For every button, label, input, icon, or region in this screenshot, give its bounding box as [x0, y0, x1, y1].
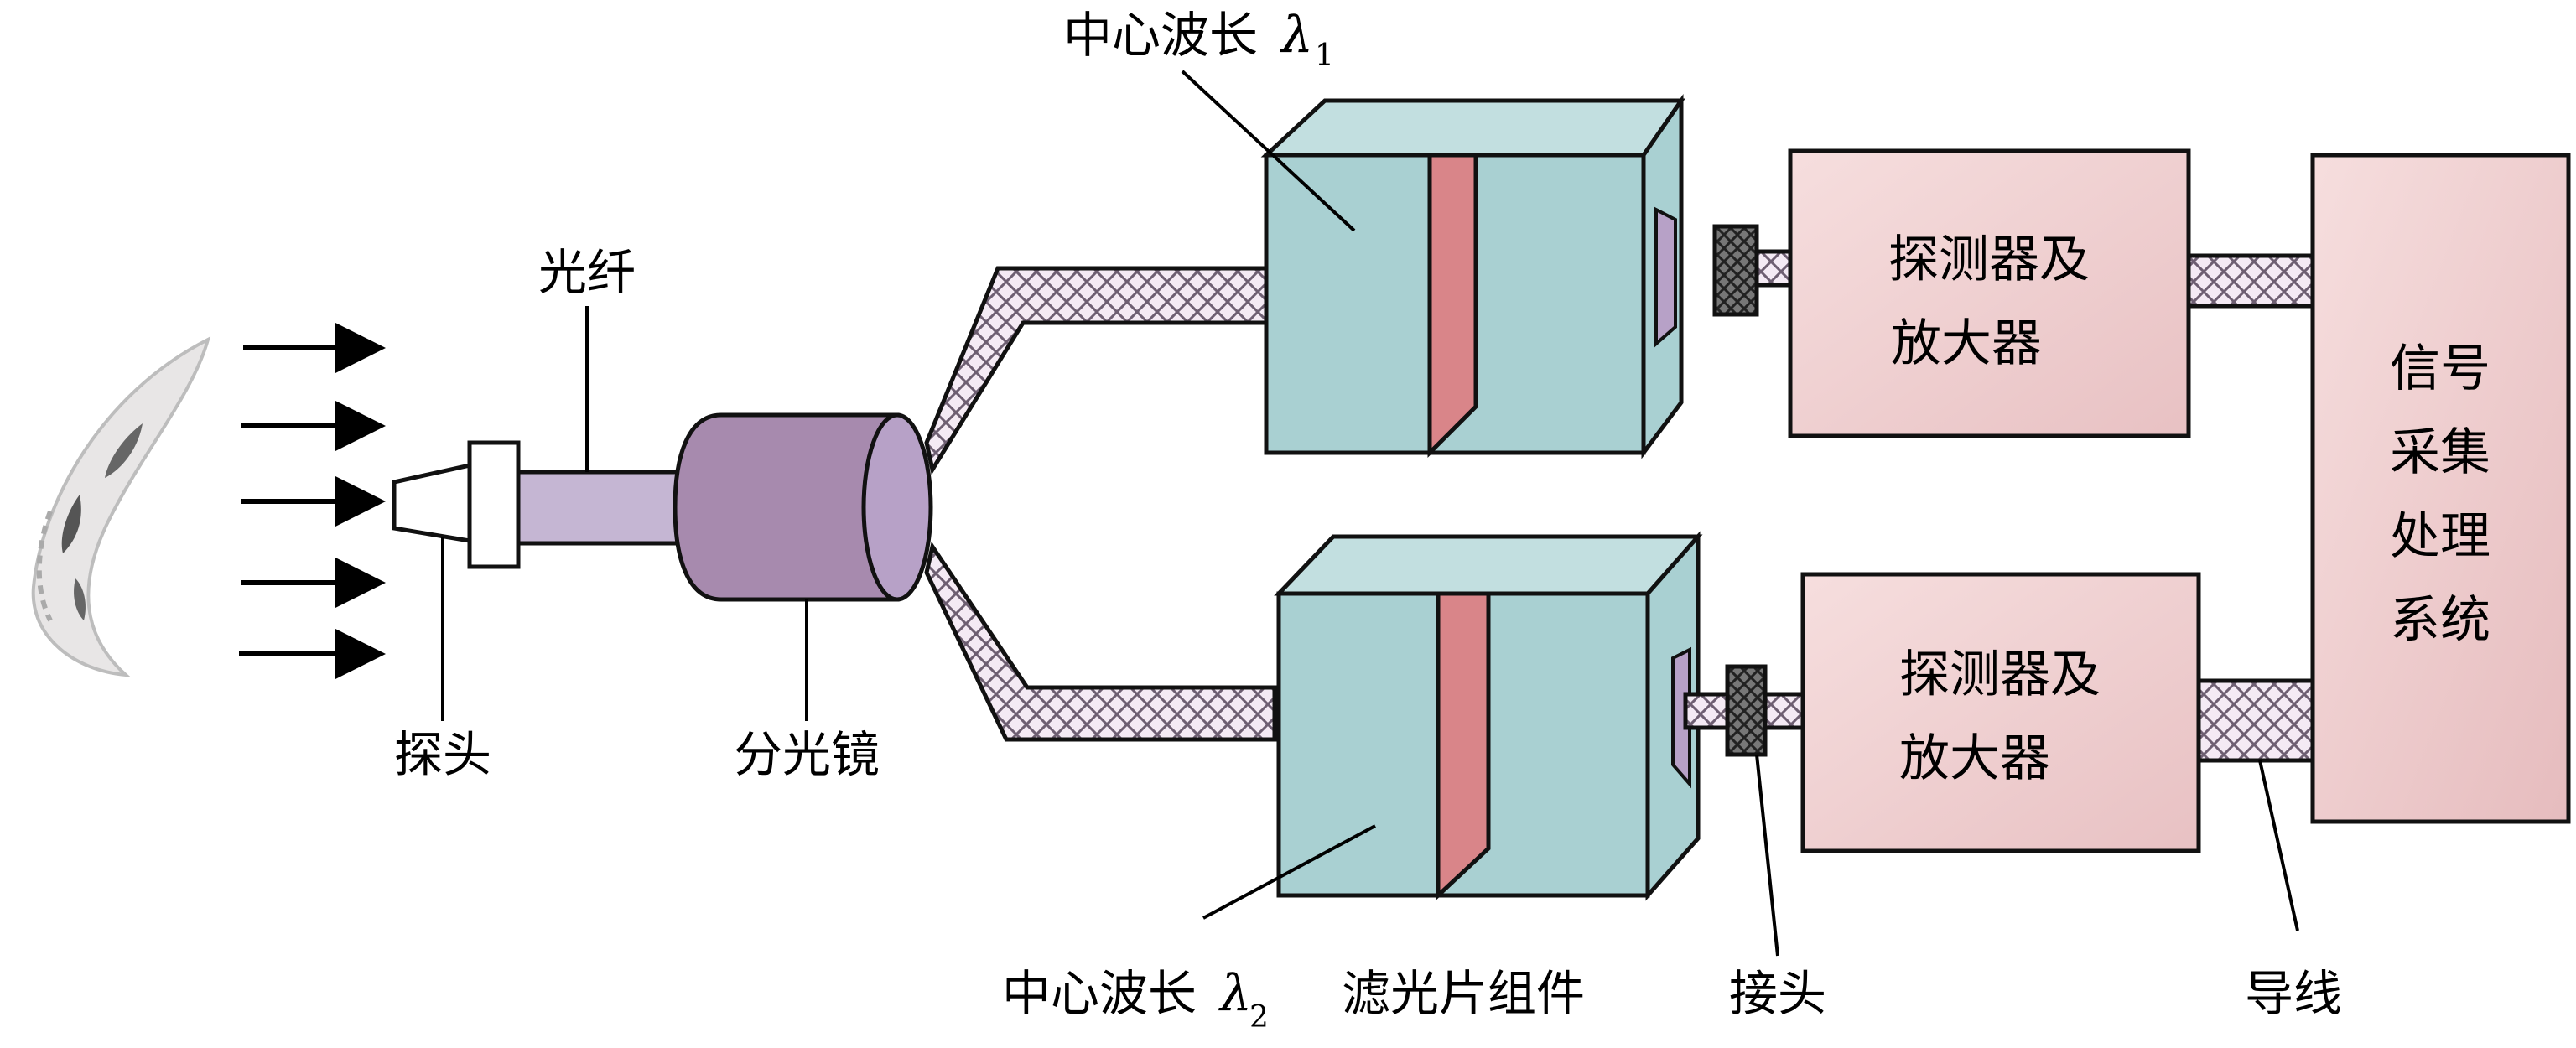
cable-lower — [924, 541, 1277, 742]
label-filter-assembly: 滤光片组件 — [1342, 965, 1585, 1022]
label-wire: 导线 — [2245, 965, 2342, 1022]
connector-upper — [1712, 224, 1793, 317]
leader-lines — [441, 70, 2299, 957]
label-center-wavelength-1: 中心波长 λ 1 — [1063, 6, 1334, 73]
detector-amp-bottom-label-2: 放大器 — [1899, 729, 2050, 788]
svg-text:2: 2 — [1249, 1000, 1269, 1035]
signal-system-label-3: 处理 — [2390, 507, 2490, 566]
svg-text:λ: λ — [1218, 964, 1252, 1023]
detector-amp-top-label-2: 放大器 — [1891, 314, 2042, 373]
svg-text:λ: λ — [1280, 6, 1313, 65]
signal-system-box: 信号 采集 处理 系统 — [2310, 153, 2571, 824]
label-connector: 接头 — [1729, 965, 1826, 1022]
probe — [392, 440, 521, 569]
filter-box-1 — [1260, 93, 1685, 459]
detector-amp-box-bottom: 探测器及 放大器 — [1800, 572, 2201, 853]
wire-lower — [2196, 678, 2315, 763]
svg-text:中心波长: 中心波长 — [1002, 965, 1197, 1022]
signal-system-label-4: 系统 — [2390, 591, 2490, 650]
label-probe: 探头 — [394, 726, 491, 783]
signal-system-label-2: 采集 — [2390, 423, 2490, 482]
svg-text:中心波长: 中心波长 — [1063, 7, 1258, 64]
svg-text:1: 1 — [1315, 39, 1334, 73]
connector-lower — [1683, 664, 1805, 757]
beam-splitter — [673, 412, 933, 602]
fiber-segment — [516, 470, 684, 546]
label-splitter: 分光镜 — [734, 726, 880, 783]
detector-amp-bottom-label-1: 探测器及 — [1899, 646, 2101, 704]
label-center-wavelength-2: 中心波长 λ 2 — [1002, 964, 1269, 1035]
crescent-flame-icon — [31, 336, 211, 677]
cable-upper — [924, 266, 1269, 475]
filter-box-2 — [1274, 531, 1703, 901]
incoming-light-arrows — [239, 323, 386, 679]
detector-amp-box-top: 探测器及 放大器 — [1788, 148, 2191, 438]
detector-amp-top-label-1: 探测器及 — [1888, 231, 2090, 289]
signal-system-label-1: 信号 — [2390, 340, 2490, 398]
wire-upper — [2186, 253, 2315, 309]
label-fiber: 光纤 — [538, 244, 636, 301]
